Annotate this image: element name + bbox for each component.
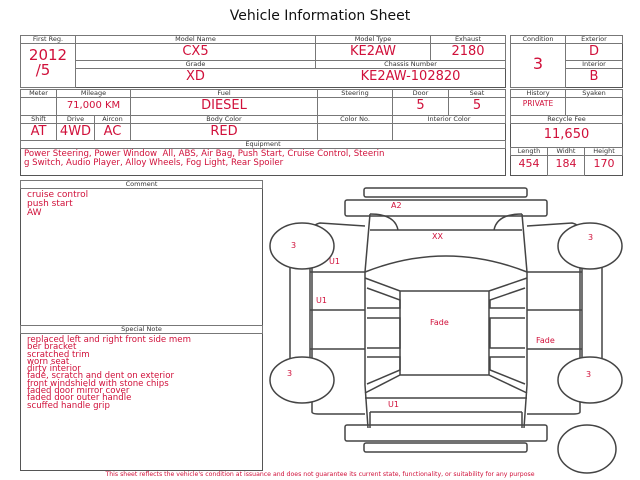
windshield-arc [364,255,528,273]
model-name-label: Model Name [175,35,216,43]
right-windows [489,287,526,385]
model-type-label: Model Type [354,35,392,43]
condition-label: Condition [522,35,554,43]
front-bumper [344,199,548,217]
seat-label: Seat [469,89,485,97]
syaken-label: Syaken [582,89,606,97]
wheel-right-rear [557,356,623,404]
steering-label: Steering [341,89,369,97]
drive-value: 4WD [59,124,92,139]
body-color-label: Body Color [206,115,242,123]
shift-value: AT [30,124,47,139]
special-note-text: replaced left and right front side mem b… [27,335,191,411]
left-windows [366,287,401,385]
interior-value: B [589,69,599,84]
rear-thin-bar [363,442,528,453]
right-rocker [527,264,603,361]
body-color-value: RED [210,124,238,139]
mark-wheel-lf: 3 [291,241,296,250]
interior-color-label: Interior Color [427,115,471,123]
footer-disclaimer: This sheet reflects the vehicle's condit… [105,471,535,478]
body-sides [364,213,528,429]
recycle-fee-value: 11,650 [543,127,590,142]
special-note-label: Special Note [121,325,162,333]
mark-roof: Fade [430,318,449,327]
comment-text: cruise control push start AW [27,190,89,218]
mark-front-bumper: A2 [391,201,402,210]
page-title: Vehicle Information Sheet [229,8,411,24]
mark-left-front-door: U1 [316,296,327,305]
model-type-value: KE2AW [349,44,397,59]
mark-windshield: XX [432,232,443,241]
first-reg-year: 2012 [28,46,68,64]
exhaust-label: Exhaust [454,35,482,43]
rear-hatch [365,397,527,428]
width-label: Widht [556,147,576,155]
aircon-value: AC [103,124,122,139]
grade-value: XD [186,69,205,84]
drive-label: Drive [66,115,85,123]
history-label: History [526,89,550,97]
mark-wheel-lr: 3 [287,369,292,378]
door-value: 5 [416,98,425,113]
condition-value: 3 [532,54,544,73]
mark-wheel-rf: 3 [588,233,593,242]
front-thin-bar [363,187,528,198]
mileage-label: Mileage [80,89,107,97]
mark-wheel-rr: 3 [586,370,591,379]
left-rocker [289,264,365,361]
color-no-label: Color No. [340,115,370,123]
recycle-fee-label: Recycle Fee [547,115,586,123]
first-reg-label: First Reg. [32,35,64,43]
seat-value: 5 [472,98,482,113]
height-value: 170 [593,157,615,170]
chassis-value: KE2AW-102820 [360,69,461,84]
spare-tire [557,424,617,474]
equipment-value: Power Steering, Power Window All, ABS, A… [24,149,385,168]
mark-left-front-fender: U1 [329,257,340,266]
shift-label: Shift [31,115,46,123]
first-reg-month: /5 [35,61,51,79]
length-label: Length [517,147,541,155]
width-value: 184 [555,157,577,170]
door-label: Door [412,89,429,97]
wheel-left-rear [269,356,335,404]
history-value: PRIVATE [522,99,554,108]
comment-label: Comment [125,180,158,188]
exterior-label: Exterior [581,35,607,43]
model-name-value: CX5 [182,44,209,59]
mileage-value: 71,000 KM [66,100,121,111]
wheel-left-front [269,222,335,270]
equipment-label: Equipment [245,140,281,148]
grade-label: Grade [185,60,206,68]
wheel-right-front [557,222,623,270]
fuel-value: DIESEL [201,98,247,113]
mark-right-rear-door: Fade [536,336,555,345]
exterior-value: D [588,44,599,59]
height-label: Height [593,147,615,155]
hood [369,213,523,231]
fuel-label: Fuel [217,89,231,97]
rear-bumper [344,424,548,442]
chassis-label: Chassis Number [384,60,437,68]
length-value: 454 [518,157,540,170]
meter-label: Meter [29,89,48,97]
interior-label: Interior [582,60,606,68]
mark-rear: U1 [388,400,399,409]
aircon-label: Aircon [102,115,123,123]
exhaust-value: 2180 [451,44,485,59]
